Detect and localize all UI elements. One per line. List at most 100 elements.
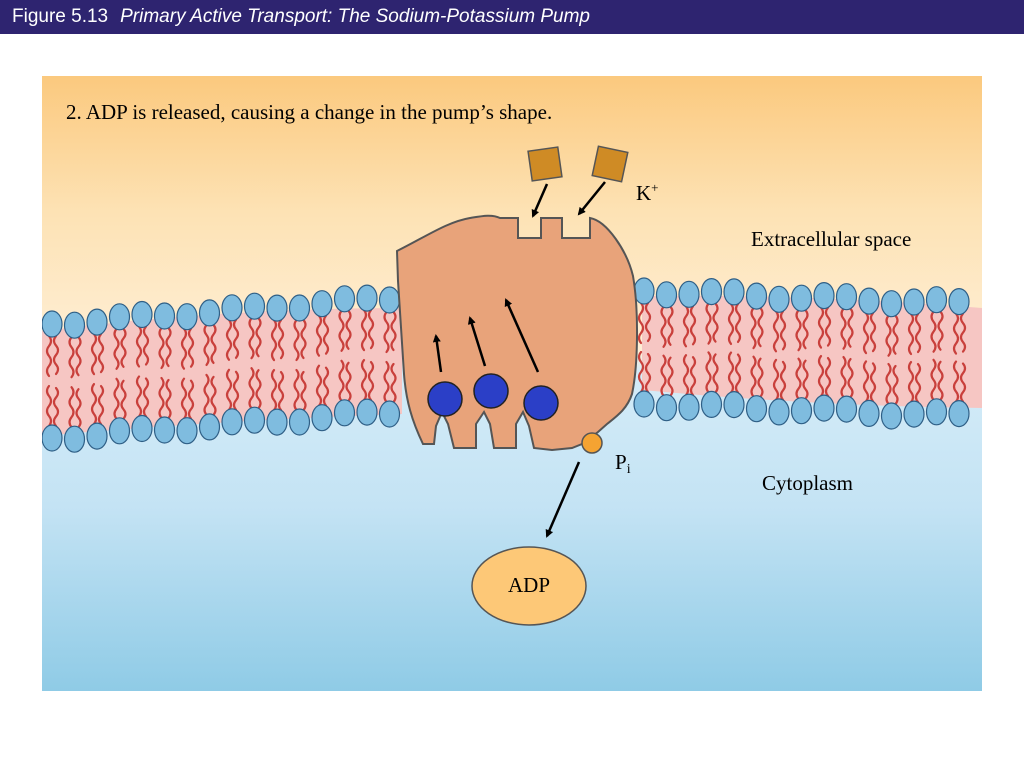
phospholipid-tail bbox=[795, 309, 802, 352]
phospholipid-tail bbox=[142, 377, 150, 418]
membrane-diagram bbox=[42, 145, 982, 626]
phospholipid-tail bbox=[667, 305, 674, 346]
figure-number: Figure 5.13 bbox=[12, 6, 109, 27]
phospholipid-head bbox=[678, 280, 700, 308]
phospholipid-tail bbox=[232, 370, 240, 411]
phospholipid-tail bbox=[142, 325, 150, 366]
phospholipid-tail bbox=[952, 360, 960, 403]
phospholipid-tail bbox=[255, 317, 262, 358]
adp-label: ADP bbox=[507, 573, 550, 597]
phospholipid-head bbox=[108, 303, 131, 331]
phospholipid-tail bbox=[338, 359, 345, 402]
phospholipid-tail bbox=[158, 326, 165, 370]
phospholipid-tail bbox=[345, 309, 352, 350]
phospholipid-tail bbox=[345, 361, 352, 402]
phospholipid-head bbox=[678, 393, 700, 421]
phospholipid-head bbox=[243, 292, 266, 320]
phospholipid-tail bbox=[315, 364, 323, 407]
phospholipid-tail bbox=[135, 325, 143, 368]
phospholipid-tail bbox=[158, 376, 165, 420]
phospholipid-tail bbox=[52, 386, 60, 428]
figure-panel: 2. ADP is released, causing a change in … bbox=[42, 76, 982, 691]
phospholipid-tail bbox=[682, 354, 690, 397]
phospholipid-tail bbox=[667, 356, 674, 397]
phospholipid-tail bbox=[390, 362, 397, 404]
phospholipid-tail bbox=[689, 305, 697, 346]
phospholipid-tail bbox=[757, 357, 764, 398]
phospholipid-head bbox=[198, 413, 221, 441]
phospholipid-head bbox=[221, 294, 243, 322]
sodium-ion bbox=[427, 381, 463, 417]
phospholipid-tail bbox=[277, 371, 285, 412]
phospholipid-tail bbox=[660, 305, 667, 348]
phospholipid-head bbox=[86, 308, 108, 336]
phospholipid-head bbox=[633, 277, 655, 305]
phospholipid-tail bbox=[712, 353, 719, 394]
phospholipid-head bbox=[333, 285, 356, 313]
phospholipid-tail bbox=[937, 360, 944, 401]
phospholipid-head bbox=[633, 390, 655, 418]
phospholipid-head bbox=[311, 290, 333, 318]
phospholipid-tail bbox=[90, 333, 98, 376]
phospholipid-tail bbox=[52, 334, 60, 376]
phospholipid-tail bbox=[817, 355, 825, 398]
phospholipid-tail bbox=[892, 364, 899, 406]
phospholipid-tail bbox=[705, 351, 712, 394]
phospholipid-head bbox=[356, 284, 378, 312]
phospholipid-head bbox=[42, 424, 63, 452]
potassium-symbol: K bbox=[636, 181, 652, 205]
phospholipid-tail bbox=[248, 367, 255, 410]
phospholipid-tail bbox=[367, 361, 375, 402]
phospholipid-tail bbox=[937, 310, 944, 351]
phospholipid-head bbox=[858, 399, 880, 427]
phosphate-group bbox=[581, 432, 603, 454]
phospholipid-tail bbox=[383, 310, 390, 354]
phospholipid-tail bbox=[885, 362, 892, 406]
phospholipid-tail bbox=[712, 302, 719, 343]
sodium-ion bbox=[523, 385, 559, 421]
phospholipid-tail bbox=[705, 302, 712, 345]
phospholipid-tail bbox=[135, 375, 143, 418]
phospholipid-tail bbox=[165, 378, 172, 420]
phospholipid-head bbox=[63, 425, 86, 453]
phospholipid-head bbox=[880, 402, 903, 430]
phospholipid-tail bbox=[644, 301, 652, 343]
phospholipid-tail bbox=[180, 327, 188, 370]
phospholipid-tail bbox=[97, 385, 105, 426]
phospholipid-tail bbox=[907, 312, 915, 356]
phospholipid-head bbox=[790, 397, 813, 425]
phospholipid-tail bbox=[727, 351, 735, 394]
phospholipid-tail bbox=[644, 352, 652, 394]
phospholipid-tail bbox=[869, 312, 877, 353]
phospholipid-tail bbox=[338, 309, 345, 352]
phospholipid-tail bbox=[68, 386, 75, 429]
phospholipid-tail bbox=[383, 360, 390, 404]
phospholipid-head bbox=[356, 398, 378, 426]
phospholipid-head bbox=[655, 281, 678, 309]
phospholipid-tail bbox=[779, 310, 787, 351]
phospholipid-tail bbox=[120, 379, 127, 420]
phospholipid-head bbox=[858, 287, 880, 315]
membrane-core-right bbox=[642, 295, 982, 408]
potassium-label: K+ bbox=[636, 180, 659, 206]
phospholipid-tail bbox=[113, 327, 120, 370]
phospholipid-tail bbox=[750, 355, 757, 398]
phospholipid-tail bbox=[187, 327, 195, 368]
phospholipid-tail bbox=[930, 358, 937, 401]
phospholipid-tail bbox=[165, 326, 172, 368]
phosphate-label: Pi bbox=[615, 450, 631, 478]
phospholipid-head bbox=[745, 395, 768, 423]
phospholipid-head bbox=[131, 414, 153, 443]
phospholipid-tail bbox=[360, 359, 368, 402]
phospholipid-tail bbox=[367, 309, 375, 350]
phospholipid-tail bbox=[68, 336, 75, 379]
sodium-potassium-pump bbox=[395, 214, 639, 452]
phospholipid-tail bbox=[210, 323, 217, 364]
phospholipid-tail bbox=[727, 302, 735, 345]
phospholipid-head bbox=[903, 400, 925, 428]
phospholipid-tail bbox=[360, 309, 368, 352]
phospholipid-head bbox=[108, 417, 131, 445]
potassium-charge: + bbox=[651, 180, 659, 195]
phospholipid-tail bbox=[203, 323, 210, 366]
phospholipid-tail bbox=[45, 384, 53, 428]
